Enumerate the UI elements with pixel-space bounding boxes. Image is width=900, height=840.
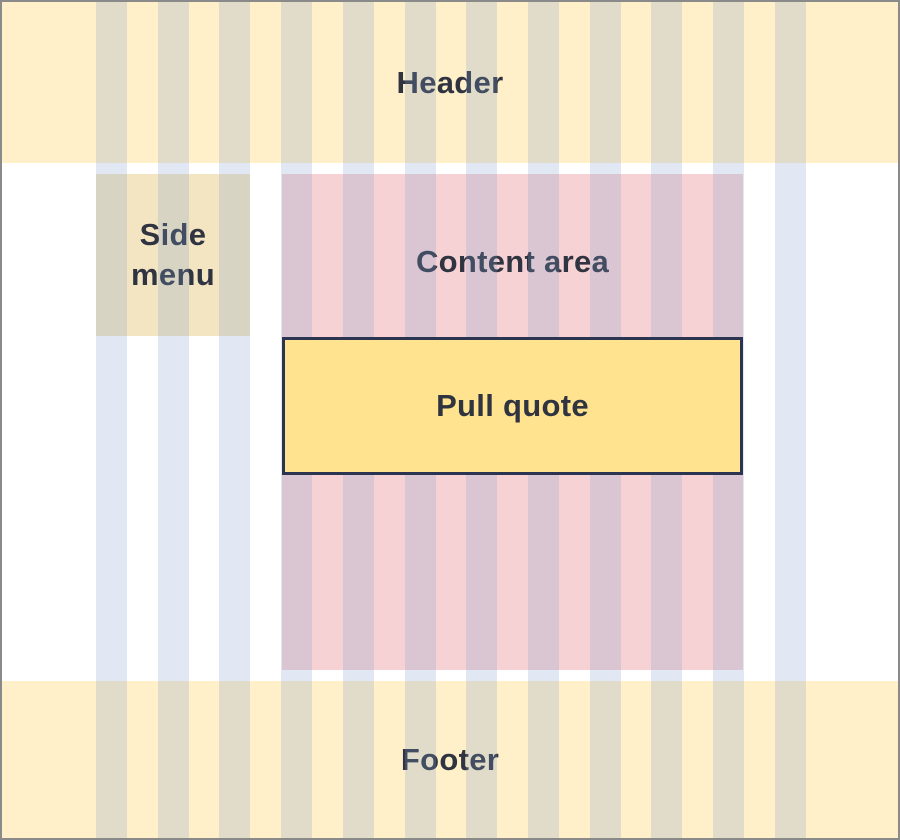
pull-quote-region: Pull quote: [282, 337, 743, 475]
footer-region: Footer: [2, 681, 898, 838]
side-menu-region: Side menu: [96, 174, 250, 336]
header-label: Header: [396, 64, 504, 100]
side-menu-label: Side menu: [131, 217, 215, 292]
content-area-label: Content area: [415, 244, 610, 279]
header-region: Header: [2, 2, 898, 163]
footer-label: Footer: [400, 741, 500, 777]
pull-quote-label: Pull quote: [436, 388, 589, 423]
